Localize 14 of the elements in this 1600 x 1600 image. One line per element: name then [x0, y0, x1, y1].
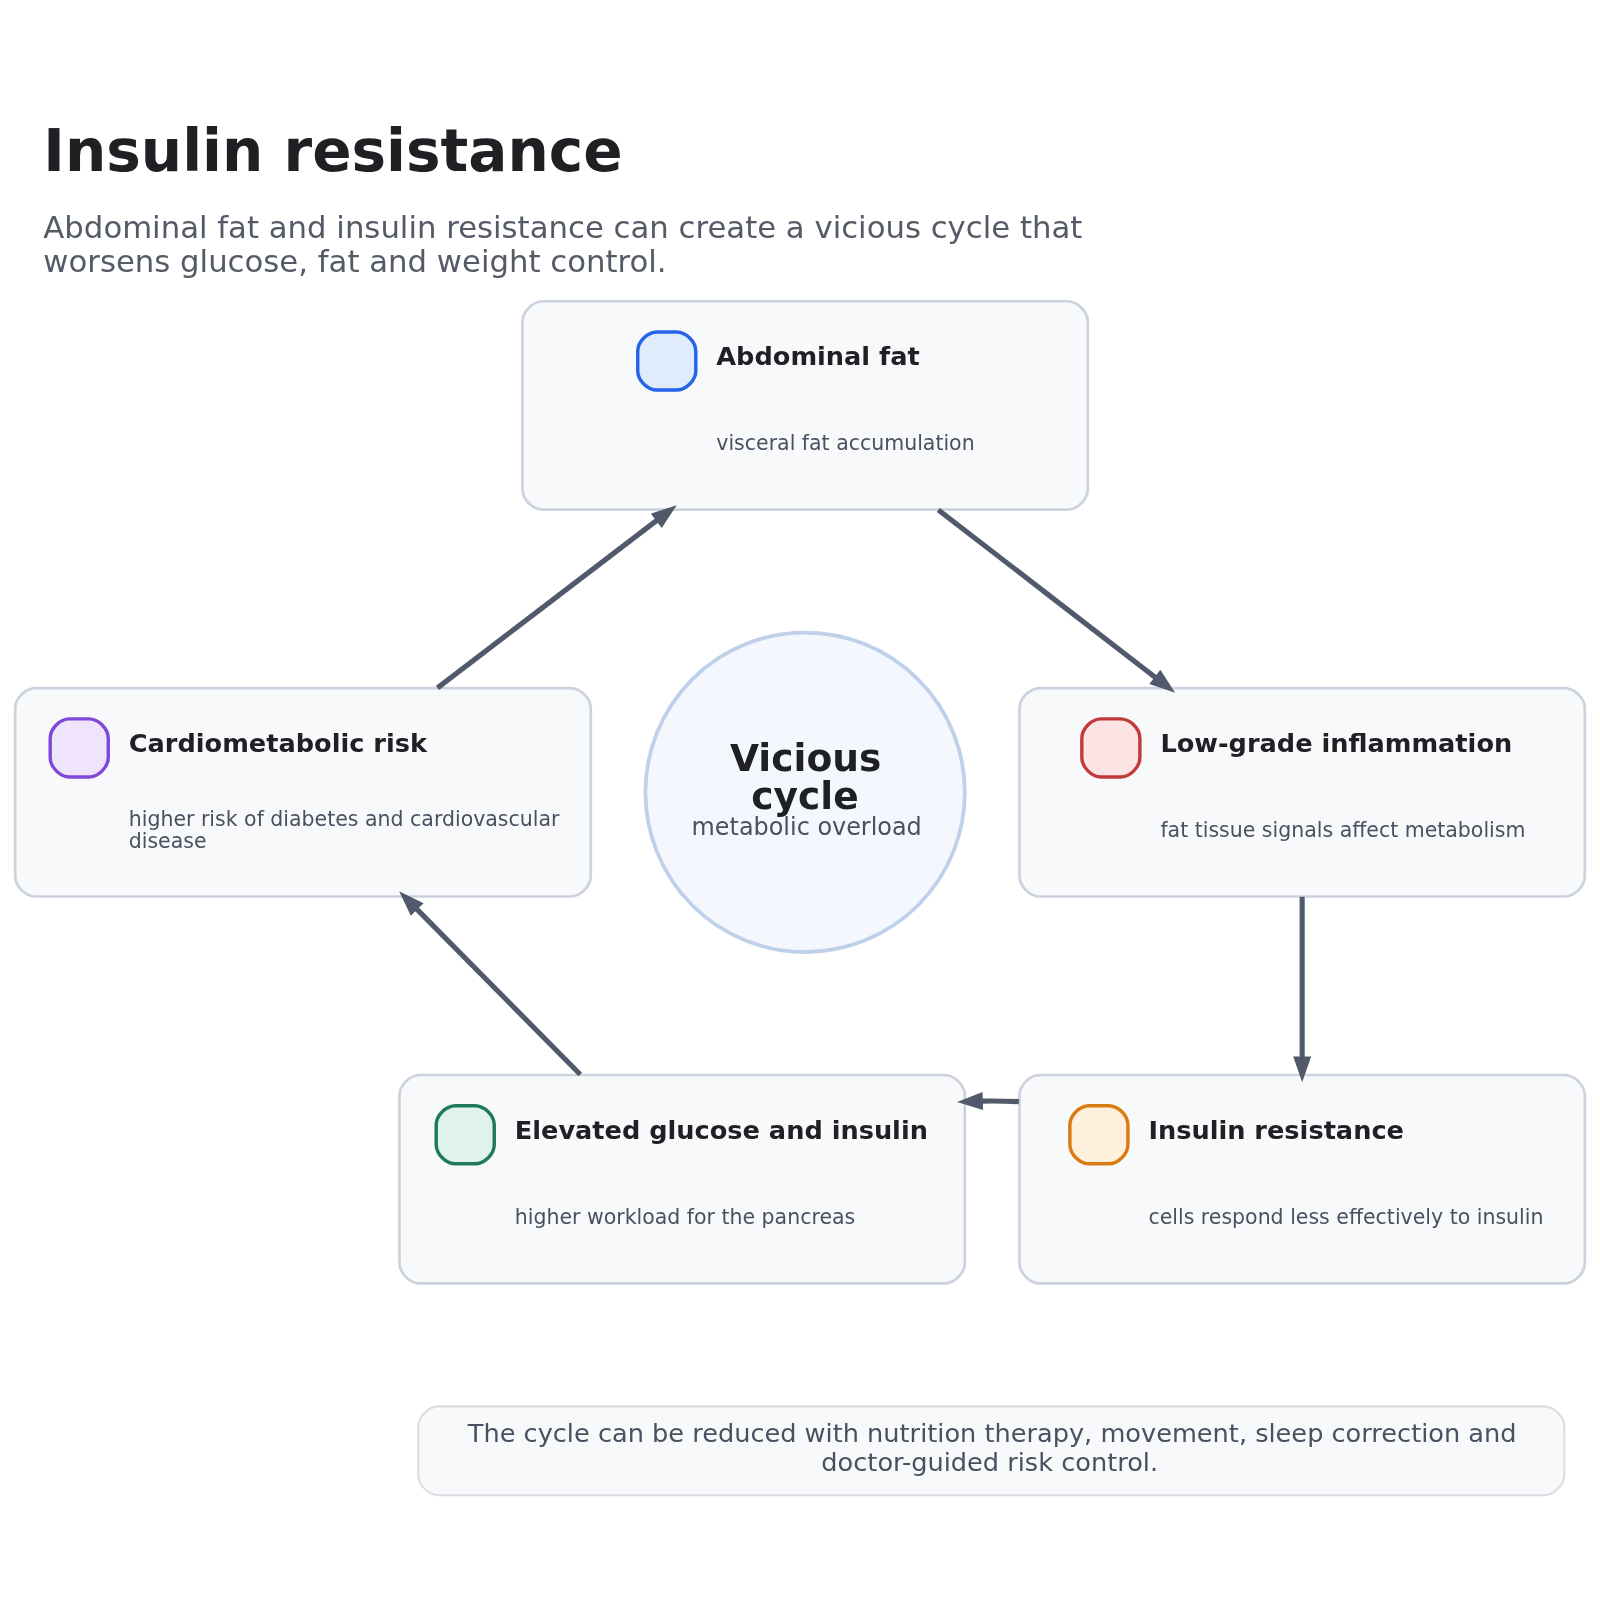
- arrow: [399, 891, 583, 1077]
- node-box: Elevated glucose and insulin higher workload for the pancreas: [398, 1073, 967, 1285]
- node-box: Low-grade inflammation fat tissue signals affect metabolism: [1018, 686, 1587, 898]
- node-box: Cardiometabolic risk higher risk of diabetes and cardiovascular disease: [13, 686, 593, 898]
- arrow: [1293, 896, 1312, 1083]
- caption: Abdominal fat and insulin resistance can create a vicious cycle that worsens glucose, fat and weight control.: [43, 208, 1083, 280]
- diagram-title: Insulin resistance: [43, 116, 623, 185]
- arrow: [435, 505, 677, 690]
- node-box: The cycle can be reduced with nutrition therapy, movement, sleep correction and doctor-guided risk control.: [417, 1405, 1566, 1497]
- arrow: [957, 1092, 1020, 1111]
- arrow: [936, 507, 1176, 693]
- node-circle: Vicious cycle metabolic overload: [643, 630, 967, 954]
- node-box: Abdominal fat visceral fat accumulation: [521, 299, 1090, 511]
- node-box: Insulin resistance cells respond less effectively to insulin: [1018, 1073, 1587, 1285]
